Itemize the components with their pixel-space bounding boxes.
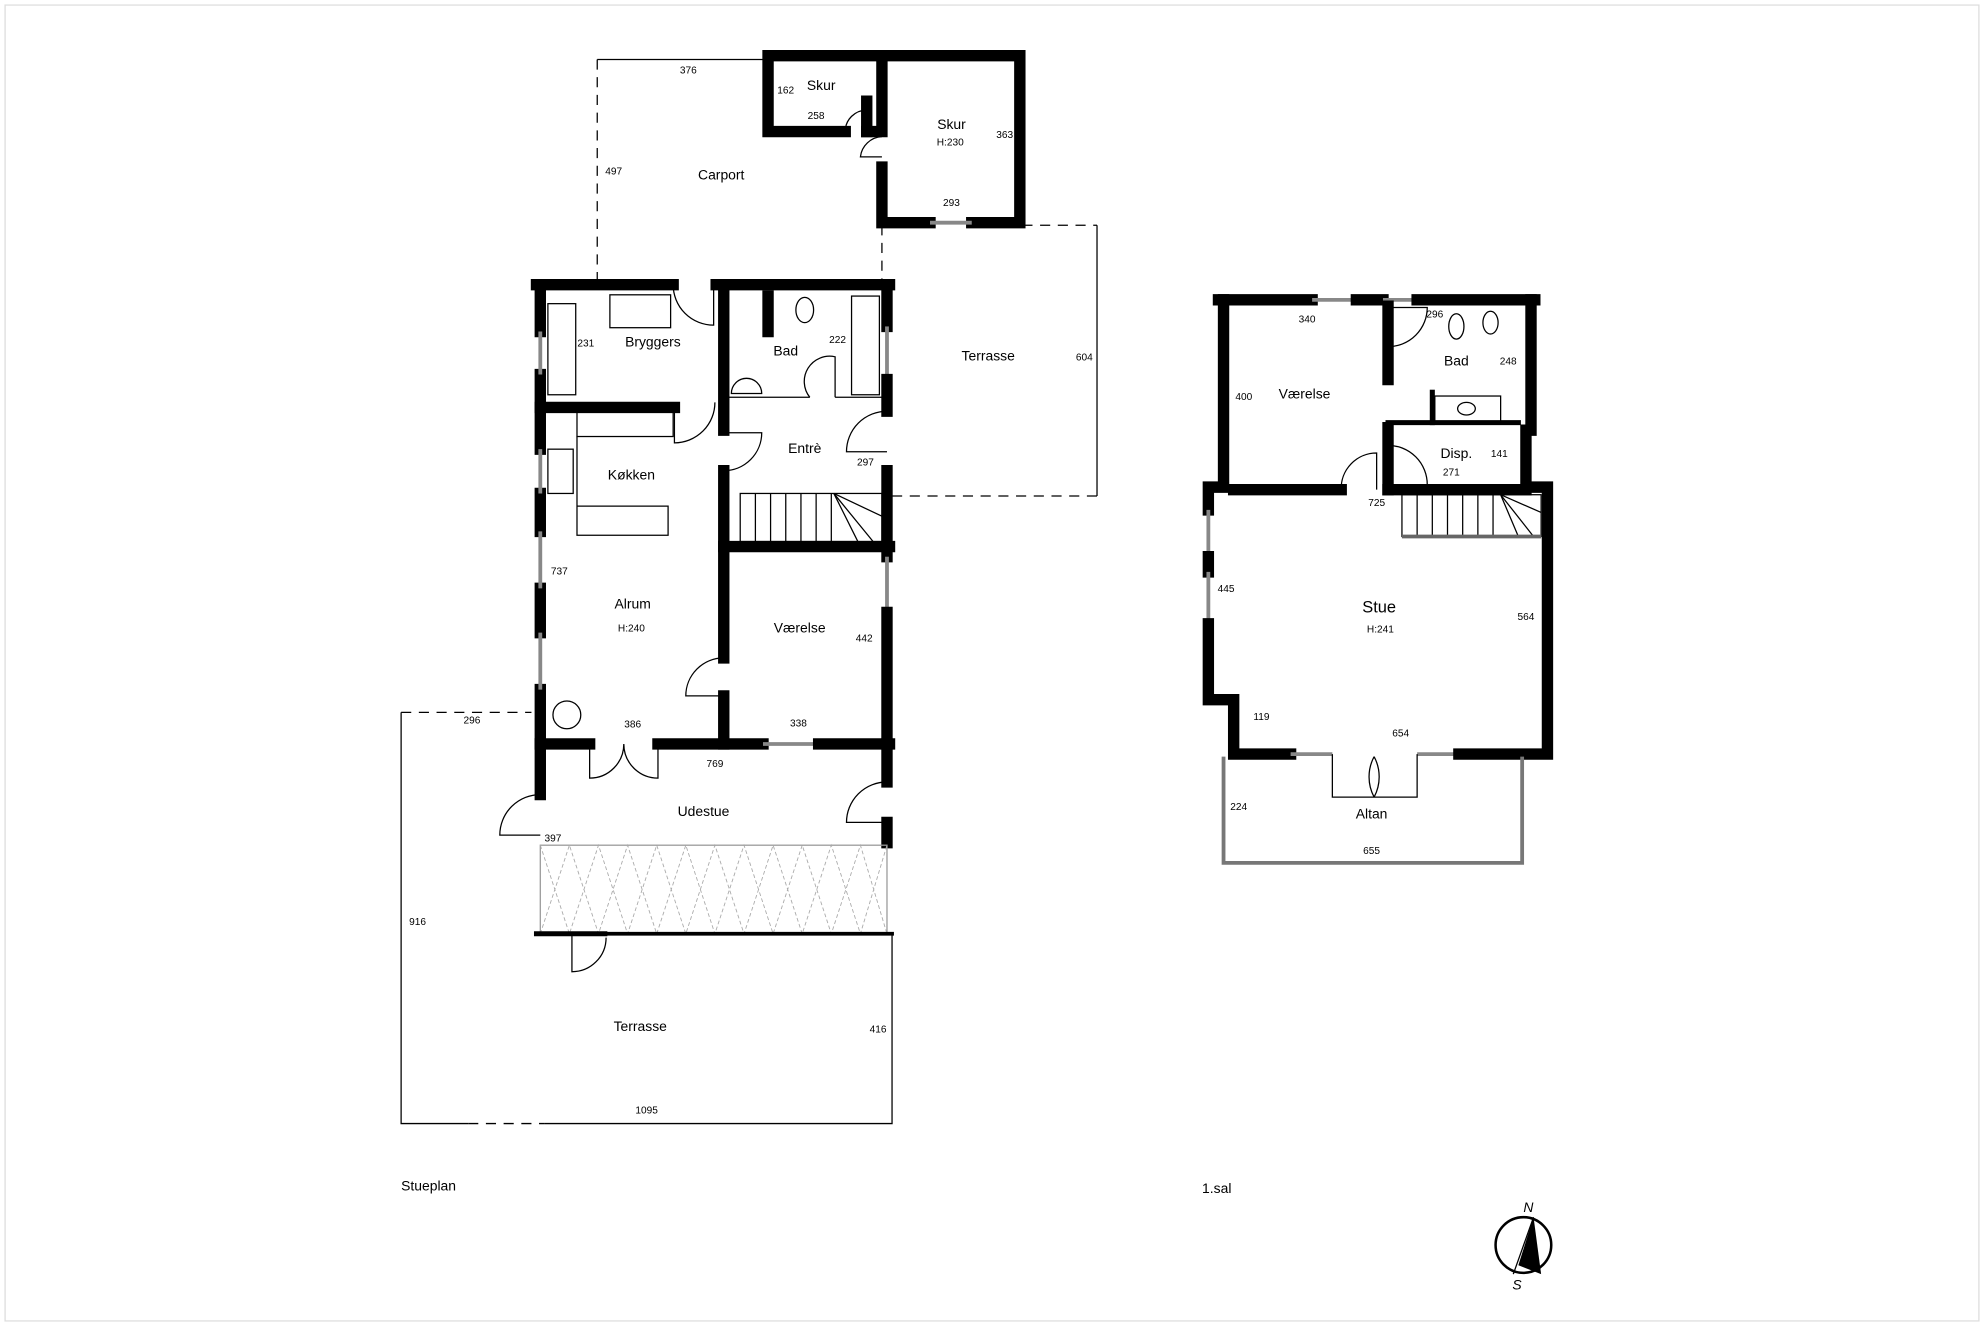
dimension-label: 769 xyxy=(706,759,723,770)
compass-south-label: S xyxy=(1512,1276,1522,1292)
room-label: Skur xyxy=(807,77,836,93)
room-label: Alrum xyxy=(615,596,651,612)
staircase xyxy=(739,492,883,543)
room-label: Carport xyxy=(698,167,745,183)
dimension-label: 338 xyxy=(790,718,807,729)
dimension-label: 655 xyxy=(1363,846,1380,857)
dimension-label: 231 xyxy=(577,339,594,350)
dimension-label: 376 xyxy=(680,65,697,76)
compass-north-label: N xyxy=(1523,1199,1534,1215)
dimension-label: 162 xyxy=(777,86,794,97)
first-floor-plan: Værelse 340 400 Bad 296 248 Disp. 141 27… xyxy=(1202,294,1554,1196)
floor-title: 1.sal xyxy=(1202,1180,1231,1196)
dimension-label: 497 xyxy=(605,167,622,178)
room-label: Entrè xyxy=(788,440,822,456)
dimension-label: 916 xyxy=(409,917,426,928)
dimension-label: 141 xyxy=(1491,449,1508,460)
ceiling-height: H:230 xyxy=(937,138,964,149)
dimension-label: 258 xyxy=(808,111,825,122)
dimension-label: 222 xyxy=(829,335,846,346)
staircase xyxy=(1401,494,1542,539)
dimension-label: 725 xyxy=(1368,498,1385,509)
dimension-label: 1095 xyxy=(635,1105,658,1116)
compass-icon: N S xyxy=(1494,1199,1553,1292)
room-label: Værelse xyxy=(774,620,826,636)
dimension-label: 604 xyxy=(1076,353,1093,364)
room-label: Udestue xyxy=(678,803,730,819)
room-label: Bryggers xyxy=(625,334,681,350)
room-label: Skur xyxy=(937,116,966,132)
dimension-label: 400 xyxy=(1235,392,1252,403)
dimension-label: 442 xyxy=(856,633,873,644)
ceiling-height: H:240 xyxy=(618,623,645,634)
room-label: Køkken xyxy=(608,467,655,483)
dimension-label: 397 xyxy=(545,833,562,844)
ceiling-height: H:241 xyxy=(1367,625,1394,636)
dimension-label: 296 xyxy=(464,716,481,727)
dimension-label: 416 xyxy=(870,1024,887,1035)
dimension-label: 363 xyxy=(996,130,1013,141)
dimension-label: 293 xyxy=(943,198,960,209)
dimension-label: 737 xyxy=(551,566,568,577)
dimension-label: 296 xyxy=(1426,310,1443,321)
dimension-label: 271 xyxy=(1443,468,1460,479)
room-label: Bad xyxy=(1444,353,1469,369)
room-label: Værelse xyxy=(1279,386,1331,402)
floor-title: Stueplan xyxy=(401,1178,456,1194)
room-label: Stue xyxy=(1362,598,1396,616)
room-label: Altan xyxy=(1356,806,1388,822)
dimension-label: 445 xyxy=(1218,584,1235,595)
dimension-label: 564 xyxy=(1518,612,1535,623)
dimension-label: 297 xyxy=(857,458,874,469)
dimension-label: 386 xyxy=(624,720,641,731)
room-label: Terrasse xyxy=(962,348,1016,364)
room-label: Terrasse xyxy=(614,1018,668,1034)
dimension-label: 248 xyxy=(1500,356,1517,367)
dimension-label: 340 xyxy=(1299,315,1316,326)
room-label: Bad xyxy=(773,343,798,359)
room-label: Disp. xyxy=(1441,445,1473,461)
ground-floor-plan: Skur 162 258 Skur H:230 363 293 Carport … xyxy=(400,49,1098,1194)
dimension-label: 654 xyxy=(1392,728,1409,739)
dimension-label: 119 xyxy=(1253,712,1269,723)
dimension-label: 224 xyxy=(1230,802,1247,813)
